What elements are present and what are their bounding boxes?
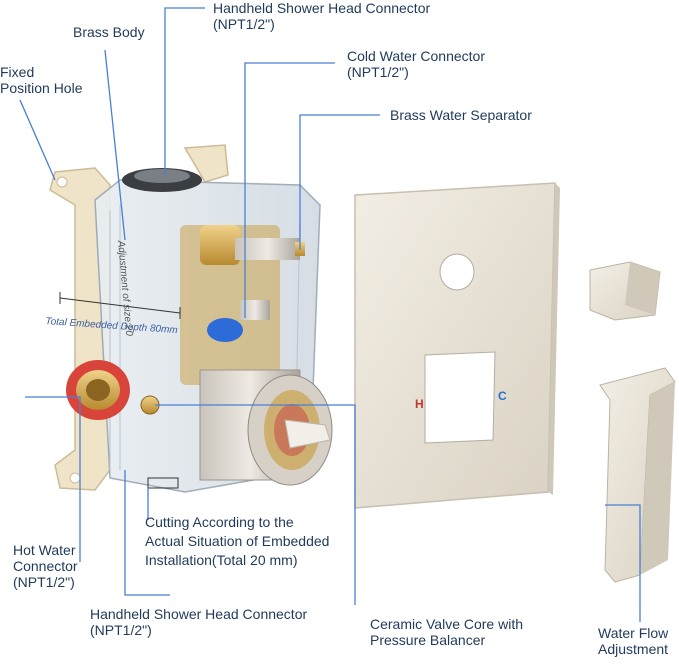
callout-handheld-top xyxy=(164,7,205,175)
label-cutting-2: Actual Situation of Embedded xyxy=(145,533,330,549)
label-cold-water-spec: (NPT1/2") xyxy=(347,64,409,80)
label-brass-body: Brass Body xyxy=(73,24,145,40)
label-cutting-3: Installation(Total 20 mm) xyxy=(145,552,298,568)
depth-dimension xyxy=(59,292,181,489)
callout-brass-separator xyxy=(299,114,380,250)
cold-mark: C xyxy=(498,389,507,403)
knob xyxy=(589,261,661,321)
callout-handheld-bottom xyxy=(124,470,170,596)
lever-handle xyxy=(599,367,676,583)
top-connector xyxy=(122,168,202,192)
label-hot-water-1: Hot Water xyxy=(13,542,76,558)
callout-brass-body xyxy=(104,49,126,241)
label-cold-water: Cold Water Connector xyxy=(347,48,485,64)
hot-water-fitting xyxy=(66,360,160,420)
callout-ceramic-core xyxy=(155,404,356,605)
label-hot-water-spec: (NPT1/2") xyxy=(13,574,75,590)
label-handheld-bottom-spec: (NPT1/2") xyxy=(90,622,152,638)
label-water-flow-2: Adjustment xyxy=(598,641,669,657)
label-fixed-position-2: Position Hole xyxy=(0,80,83,96)
label-hot-water-2: Connector xyxy=(13,558,78,574)
callout-hot-water xyxy=(25,396,81,562)
label-handheld-top-spec: (NPT1/2") xyxy=(213,16,275,32)
callout-water-flow xyxy=(605,504,641,622)
label-water-flow-1: Water Flow xyxy=(598,625,669,641)
label-fixed-position: Fixed xyxy=(0,64,35,80)
label-cutting-1: Cutting According to the xyxy=(145,514,294,530)
label-handheld-bottom: Handheld Shower Head Connector xyxy=(90,606,308,622)
label-handheld-top: Handheld Shower Head Connector xyxy=(213,0,431,16)
label-brass-separator: Brass Water Separator xyxy=(390,107,532,123)
callout-fixed-position xyxy=(19,99,56,181)
hot-mark: H xyxy=(415,397,424,411)
callout-lines xyxy=(19,7,641,622)
label-ceramic-1: Ceramic Valve Core with xyxy=(370,616,524,632)
cover-plate xyxy=(354,182,560,509)
callout-cold-water xyxy=(244,62,335,318)
ceramic-valve-core xyxy=(199,369,333,486)
label-ceramic-2: Pressure Balancer xyxy=(370,632,486,648)
